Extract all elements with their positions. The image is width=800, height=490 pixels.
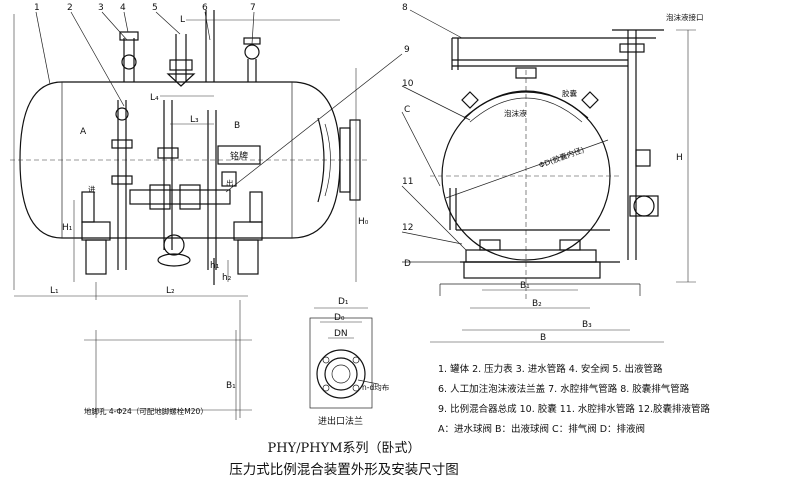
anchor-bolt-note: 地脚孔 4-Φ24（可配地脚螺栓M20） (84, 406, 208, 416)
callout-leaders-left (35, 11, 403, 193)
dim-H: H (676, 153, 683, 163)
callout-11: 11 (402, 177, 413, 187)
dim-L2: L₂ (166, 286, 175, 296)
dim-B1-end: B₁ (520, 281, 530, 291)
dim-L4: L₄ (150, 93, 159, 103)
legend-line-4: A：进水球阀 B：出液球阀 C：排气阀 D：排液阀 (438, 423, 645, 435)
dim-L1: L₁ (50, 286, 59, 296)
dim-DN: DN (334, 329, 348, 339)
legend-line-3: 9. 比例混合器总成 10. 胶囊 11. 水腔排水管路 12.胶囊排液管路 (438, 403, 711, 415)
tank-side-view: 铭牌 (10, 3, 410, 330)
saddle-supports (81, 191, 263, 275)
end-flange (317, 117, 361, 203)
dim-B2: B₂ (532, 299, 542, 309)
foam-liquid-label: 泡沫液 (504, 108, 527, 118)
dim-H0: H₀ (358, 217, 369, 227)
title-line-1: PHY/PHYM系列（卧式） (267, 441, 420, 456)
front-piping (111, 100, 237, 285)
callout-4: 4 (120, 3, 126, 13)
flange-caption: 进出口法兰 (318, 415, 363, 427)
callout-9: 9 (404, 45, 410, 55)
flange-detail: D₁ D₀ DN n-d均布 进出口法兰 (309, 297, 390, 427)
top-nozzles (119, 10, 261, 87)
dim-L: L (180, 15, 185, 25)
dim-L3: L₃ (190, 115, 199, 125)
callout-2: 2 (67, 3, 73, 13)
bladder-label: 胶囊 (562, 88, 577, 98)
foam-outlet-label: 泡沫液接口 (666, 12, 704, 22)
flange-nd: n-d均布 (362, 382, 390, 392)
callout-6: 6 (202, 3, 208, 13)
callout-A: A (80, 127, 87, 137)
callout-12: 12 (402, 223, 413, 233)
dim-B3: B₃ (582, 320, 592, 330)
callout-10: 10 (402, 79, 414, 89)
tank-end-view: 8 10 C 11 12 D 泡沫液接口 胶囊 泡沫液 ΦD(胶囊内径) H B… (401, 3, 704, 343)
callout-C: C (404, 105, 410, 115)
dim-D0: D₀ (334, 313, 345, 323)
callout-1: 1 (34, 3, 40, 13)
outlet-label: 出 (226, 178, 234, 188)
callout-3: 3 (98, 3, 104, 13)
dim-B1-foot: B₁ (226, 381, 236, 391)
nameplate-label: 铭牌 (230, 150, 248, 162)
dim-H1: H₁ (62, 223, 73, 233)
callout-8: 8 (402, 3, 408, 13)
dim-B: B (540, 333, 546, 343)
callout-B: B (234, 121, 240, 131)
dim-h1: h₁ (210, 261, 220, 271)
callout-D: D (404, 259, 411, 269)
footprint-view: B₁ 地脚孔 4-Φ24（可配地脚螺栓M20） (84, 330, 252, 420)
nameplate-box (217, 145, 261, 165)
callout-5: 5 (152, 3, 158, 13)
dimensions-left (13, 14, 357, 330)
inlet-label: 进 (88, 185, 96, 194)
legend-line-1: 1. 罐体 2. 压力表 3. 进水管路 4. 安全阀 5. 出液管路 (438, 363, 663, 375)
bladder (463, 90, 589, 119)
callout-7: 7 (250, 3, 256, 13)
title-line-2: 压力式比例混合装置外形及安装尺寸图 (229, 462, 459, 478)
dim-h2: h₂ (222, 273, 232, 283)
dim-D1: D₁ (338, 297, 349, 307)
legend-line-2: 6. 人工加注泡沫液法兰盖 7. 水腔排气管路 8. 胶囊排气管路 (438, 383, 690, 395)
phiD-label: ΦD(胶囊内径) (537, 144, 585, 170)
legend: 1. 罐体 2. 压力表 3. 进水管路 4. 安全阀 5. 出液管路 6. 人… (438, 363, 711, 435)
